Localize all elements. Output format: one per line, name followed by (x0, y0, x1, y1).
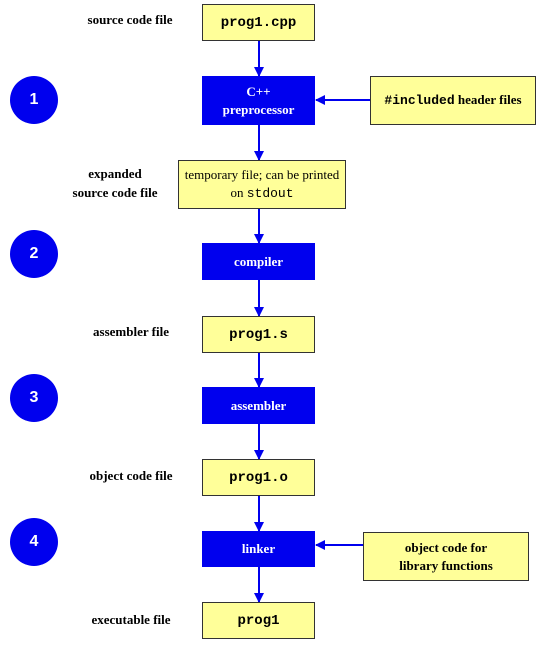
label-source-code-file: source code file (87, 12, 173, 27)
file-prog1-cpp: prog1.cpp (202, 4, 315, 41)
step-4-badge: 4 (10, 518, 58, 566)
included-code: #included (384, 93, 455, 108)
label-expanded-source-file: expanded source code file (72, 166, 158, 200)
file-prog1: prog1 (202, 602, 315, 639)
file-prog1-o: prog1.o (202, 459, 315, 496)
stage-compiler: compiler (202, 243, 315, 280)
stdout-code: stdout (246, 186, 294, 201)
step-2-badge: 2 (10, 230, 58, 278)
stage-assembler: assembler (202, 387, 315, 424)
stage-cpp-preprocessor: C++ preprocessor (202, 76, 315, 125)
label-object-code-file: object code file (89, 468, 173, 483)
temp-file-text: temporary file; can be printed on (184, 167, 340, 200)
input-library-object-code: object code for library functions (363, 532, 529, 581)
step-3-badge: 3 (10, 374, 58, 422)
file-temporary: temporary file; can be printed on stdout (178, 160, 346, 209)
header-files-text: header files (454, 92, 522, 107)
label-assembler-file: assembler file (93, 324, 169, 339)
stage-linker: linker (202, 531, 315, 567)
step-1-badge: 1 (10, 76, 58, 124)
file-prog1-s: prog1.s (202, 316, 315, 353)
label-executable-file: executable file (91, 612, 171, 627)
input-header-files: #included header files (370, 76, 536, 125)
